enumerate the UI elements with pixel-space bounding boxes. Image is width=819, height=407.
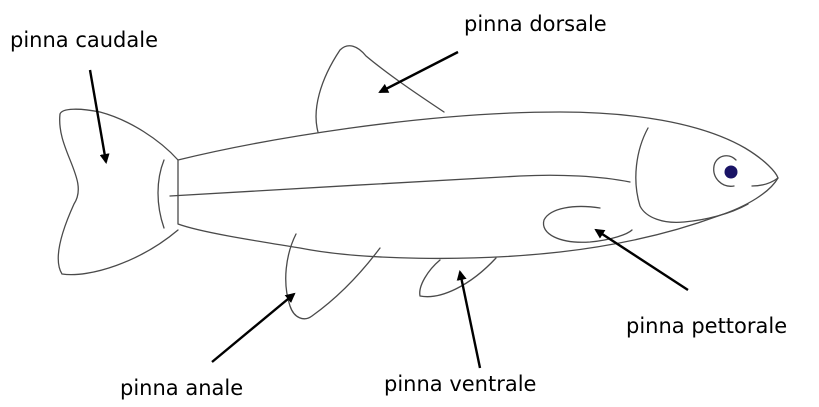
pectoral-arrow xyxy=(596,230,688,290)
ventral-fin xyxy=(420,258,496,297)
pectoral-fin-label: pinna pettorale xyxy=(626,316,787,337)
anal-arrow xyxy=(212,294,294,362)
mouth-line xyxy=(752,178,778,186)
caudal-fin-label: pinna caudale xyxy=(10,30,158,51)
anal-fin-label: pinna anale xyxy=(120,378,243,399)
caudal-arrow xyxy=(90,70,106,162)
ventral-fin-label: pinna ventrale xyxy=(384,374,536,395)
dorsal-arrow xyxy=(380,52,458,92)
pectoral-fin xyxy=(543,207,632,243)
caudal-peduncle-line xyxy=(158,160,164,228)
ventral-arrow xyxy=(460,272,480,368)
lateral-line xyxy=(170,175,630,196)
eye-pupil xyxy=(725,166,738,179)
fish-body-outline xyxy=(178,112,778,258)
caudal-fin xyxy=(58,109,178,274)
anal-fin xyxy=(286,234,380,319)
dorsal-fin-label: pinna dorsale xyxy=(464,14,607,35)
